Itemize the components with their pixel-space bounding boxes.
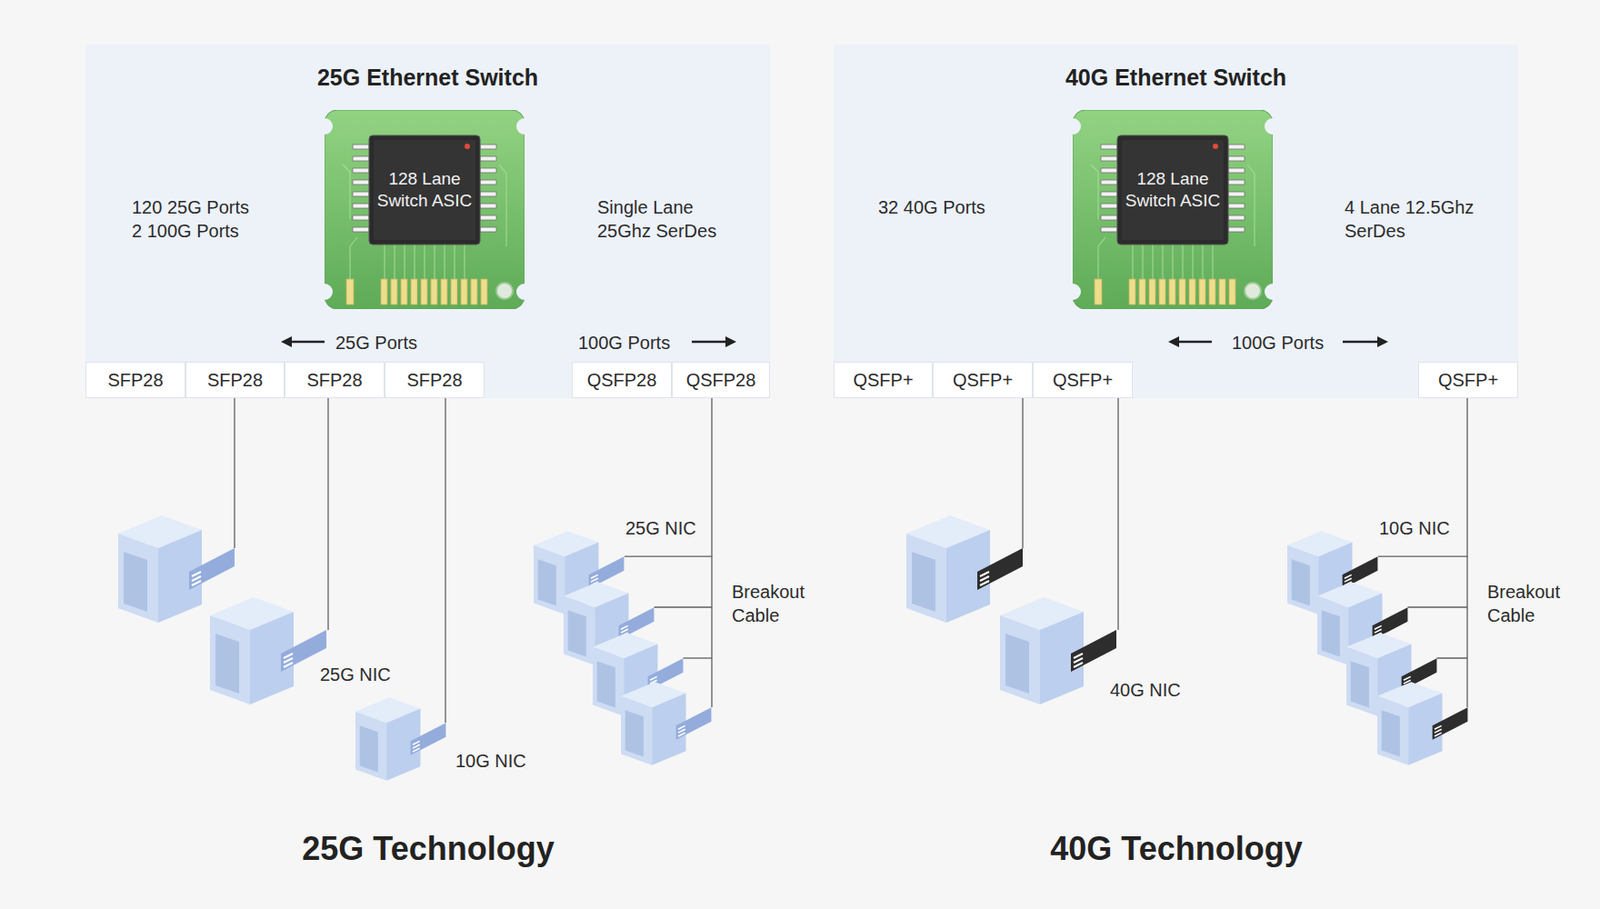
port-box: SFP28 — [384, 361, 485, 399]
asic-card-graphic — [316, 110, 533, 310]
cable-label: Breakout Cable — [1487, 580, 1588, 628]
asic-label: 128 Lane Switch ASIC — [1117, 135, 1229, 245]
switch-panel: 25G Ethernet Switch 120 25G Ports 2 100G … — [85, 44, 770, 399]
server-node: 10G NIC — [1287, 530, 1380, 615]
port-box: QSFP+ — [1032, 361, 1133, 399]
cable-line — [233, 398, 235, 549]
server-icon — [906, 515, 1023, 623]
port-arrows — [289, 340, 1380, 344]
server-graphic — [533, 530, 624, 615]
cable-label: Breakout Cable — [731, 580, 832, 628]
panel-text: Single Lane 25Ghz SerDes — [597, 195, 725, 243]
section-caption: 25G Technology — [246, 830, 610, 869]
nic-label: 40G NIC — [1110, 678, 1201, 702]
port-label: QSFP28 — [686, 369, 757, 391]
server-icon — [592, 632, 683, 717]
arrow-head — [725, 336, 737, 348]
switch-panel: 40G Ethernet Switch 32 40G Ports 4 Lane 12… — [833, 44, 1519, 399]
arrow-line — [1342, 340, 1380, 344]
cable-connector — [1117, 398, 1119, 630]
server-graphic — [1287, 530, 1378, 615]
port-box: QSFP28 — [671, 361, 770, 399]
port-label: SFP28 — [107, 369, 163, 391]
arrow-heads — [280, 336, 1389, 348]
cable-lines — [234, 398, 1468, 708]
port-box: SFP28 — [284, 361, 385, 399]
asic-label: 128 Lane Switch ASIC — [369, 135, 480, 245]
breakout-branch — [1408, 606, 1469, 608]
server-graphic — [1000, 597, 1117, 705]
asic-card: 128 Lane Switch ASIC — [1072, 110, 1273, 310]
port-box: SFP28 — [185, 361, 285, 399]
breakout-branch — [683, 657, 713, 659]
cable-connector — [624, 398, 712, 557]
nic-label: 10G NIC — [455, 749, 547, 773]
server-node: 25G NIC — [533, 530, 626, 615]
server-icon — [563, 581, 654, 666]
port-label: QSFP+ — [952, 369, 1013, 391]
server-graphic — [1287, 530, 1380, 615]
server-node: 10G NIC — [355, 697, 448, 781]
port-box: SFP28 — [85, 361, 186, 399]
server-graphic — [355, 697, 446, 781]
cable-connector — [1378, 398, 1468, 557]
port-label: SFP28 — [406, 369, 462, 391]
server-graphic — [210, 597, 329, 705]
panel-text: 25G Ports — [335, 330, 445, 355]
panel-text: 4 Lane 12.5Ghz SerDes — [1344, 195, 1481, 243]
nic-label: 25G NIC — [320, 662, 411, 687]
port-box: QSFP+ — [833, 361, 933, 399]
arrow-line — [1176, 340, 1212, 344]
server-node: 40G NIC — [1000, 597, 1119, 705]
panel-text: 100G Ports — [1231, 330, 1341, 355]
server-graphic — [1000, 597, 1119, 705]
port-box: QSFP28 — [571, 361, 672, 399]
panel-title: 40G Ethernet Switch — [833, 64, 1519, 90]
server-node: 25G NIC — [210, 597, 329, 705]
panel-text: 100G Ports — [578, 330, 697, 355]
breakout-trunk — [1466, 556, 1468, 708]
port-label: QSFP28 — [587, 369, 658, 391]
arrow-head — [1377, 336, 1389, 348]
server-icon — [1377, 681, 1468, 766]
arrow-head — [280, 336, 292, 348]
panel-text: 32 40G Ports — [878, 195, 1024, 220]
server-icon — [1346, 632, 1437, 717]
arrow-line — [289, 340, 325, 344]
panel-title: 25G Ethernet Switch — [85, 64, 770, 90]
nic-label: 25G NIC — [625, 516, 717, 540]
server-icon — [1317, 581, 1408, 666]
port-label: QSFP+ — [1052, 369, 1113, 391]
server-icon — [620, 681, 711, 766]
section-caption: 40G Technology — [994, 830, 1359, 869]
server-graphic — [533, 530, 626, 615]
port-label: QSFP+ — [1438, 369, 1499, 391]
arrow-head — [1168, 336, 1180, 348]
cable-connector — [444, 398, 446, 723]
server-graphic — [355, 697, 448, 781]
port-label: SFP28 — [306, 369, 362, 391]
server-graphic — [210, 597, 327, 705]
port-box: QSFP+ — [932, 361, 1033, 399]
port-label: QSFP+ — [852, 369, 913, 391]
port-box: QSFP+ — [1418, 361, 1519, 399]
breakout-branch — [1437, 657, 1469, 659]
panel-text: 120 25G Ports 2 100G Ports — [131, 195, 256, 243]
arrow-line — [691, 340, 729, 344]
nic-label: 10G NIC — [1379, 516, 1470, 540]
cable-line — [1021, 398, 1023, 549]
breakout-branch — [654, 606, 713, 608]
cable-connector — [327, 398, 329, 630]
asic-card-graphic — [1064, 110, 1281, 310]
port-label: SFP28 — [207, 369, 263, 391]
server-icon — [118, 515, 235, 623]
asic-card: 128 Lane Switch ASIC — [324, 110, 525, 310]
breakout-trunk — [710, 556, 712, 708]
